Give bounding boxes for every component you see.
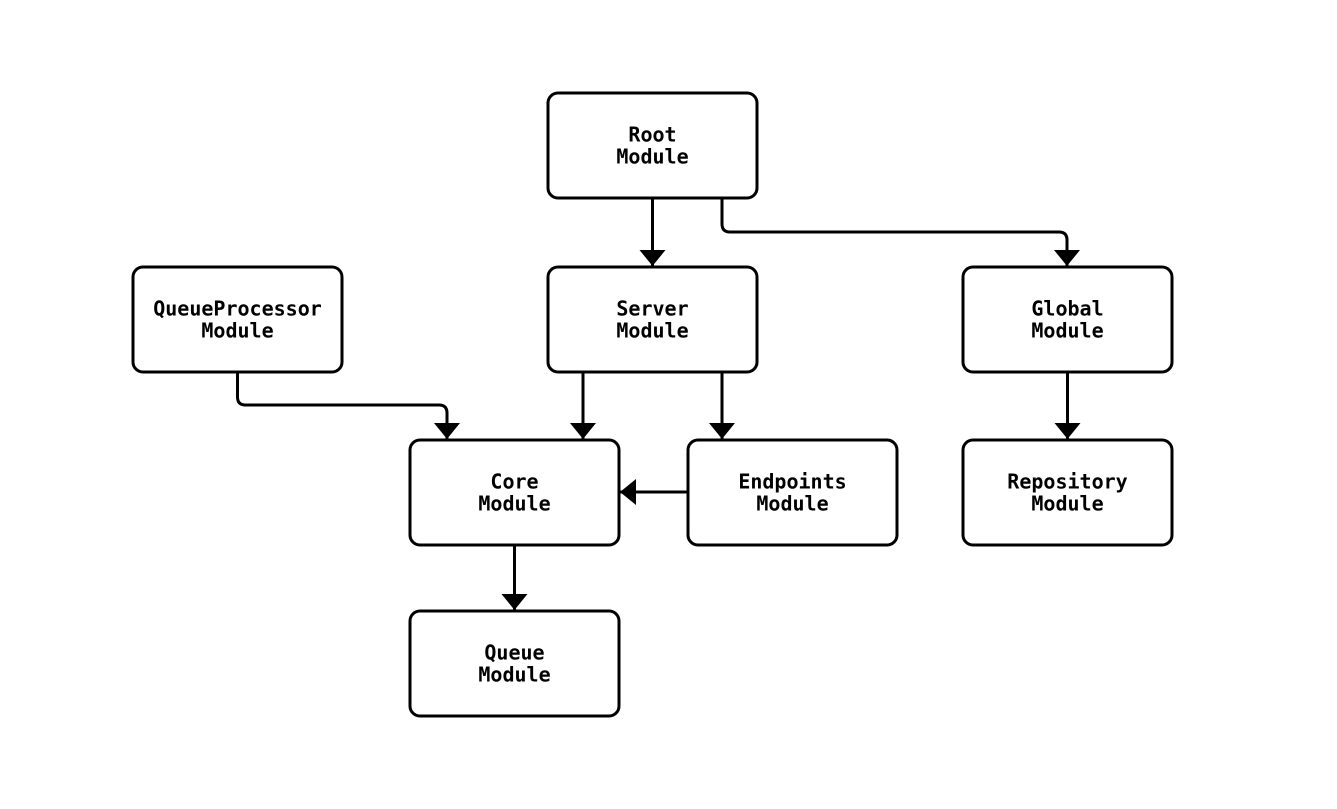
node-global-module-label-line1: Global bbox=[1031, 297, 1103, 321]
node-global-module: Global Module bbox=[961, 265, 1174, 374]
node-global-module-label-line2: Module bbox=[1031, 319, 1103, 343]
node-queue-module-label-line1: Queue bbox=[484, 641, 544, 665]
node-core-module-box bbox=[408, 438, 621, 547]
node-endpoints-module-box bbox=[686, 438, 899, 547]
node-core-module: Core Module bbox=[408, 438, 621, 547]
node-queueprocessor-module-box bbox=[131, 265, 344, 374]
node-core-module-label-line1: Core bbox=[490, 470, 538, 494]
node-repository-module-label-line1: Repository bbox=[1007, 470, 1127, 494]
node-endpoints-module: Endpoints Module bbox=[686, 438, 899, 547]
node-server-module-label-line1: Server bbox=[616, 297, 688, 321]
node-queue-module-box bbox=[408, 609, 621, 718]
node-repository-module-box bbox=[961, 438, 1174, 547]
node-server-module-label-line2: Module bbox=[616, 319, 688, 343]
node-repository-module-label-line2: Module bbox=[1031, 492, 1103, 516]
node-queueprocessor-module-label-line1: QueueProcessor bbox=[153, 297, 322, 321]
edge-root-to-global-arrow bbox=[720, 198, 1080, 266]
node-queue-module-label-line2: Module bbox=[478, 663, 550, 687]
node-queueprocessor-module: QueueProcessor Module bbox=[131, 265, 344, 374]
node-endpoints-module-label-line1: Endpoints bbox=[738, 470, 846, 494]
node-core-module-label-line2: Module bbox=[478, 492, 550, 516]
edge-queueprocessor-to-core-arrow bbox=[236, 372, 460, 439]
node-endpoints-module-label-line2: Module bbox=[756, 492, 828, 516]
node-server-module: Server Module bbox=[546, 265, 759, 374]
node-queueprocessor-module-label-line2: Module bbox=[201, 319, 273, 343]
node-root-module-box bbox=[546, 91, 759, 200]
node-global-module-box bbox=[961, 265, 1174, 374]
node-server-module-box bbox=[546, 265, 759, 374]
node-root-module-label-line1: Root bbox=[628, 123, 676, 147]
node-repository-module: Repository Module bbox=[961, 438, 1174, 547]
edges bbox=[236, 198, 1081, 610]
node-root-module: Root Module bbox=[546, 91, 759, 200]
node-root-module-label-line2: Module bbox=[616, 145, 688, 169]
node-queue-module: Queue Module bbox=[408, 609, 621, 718]
